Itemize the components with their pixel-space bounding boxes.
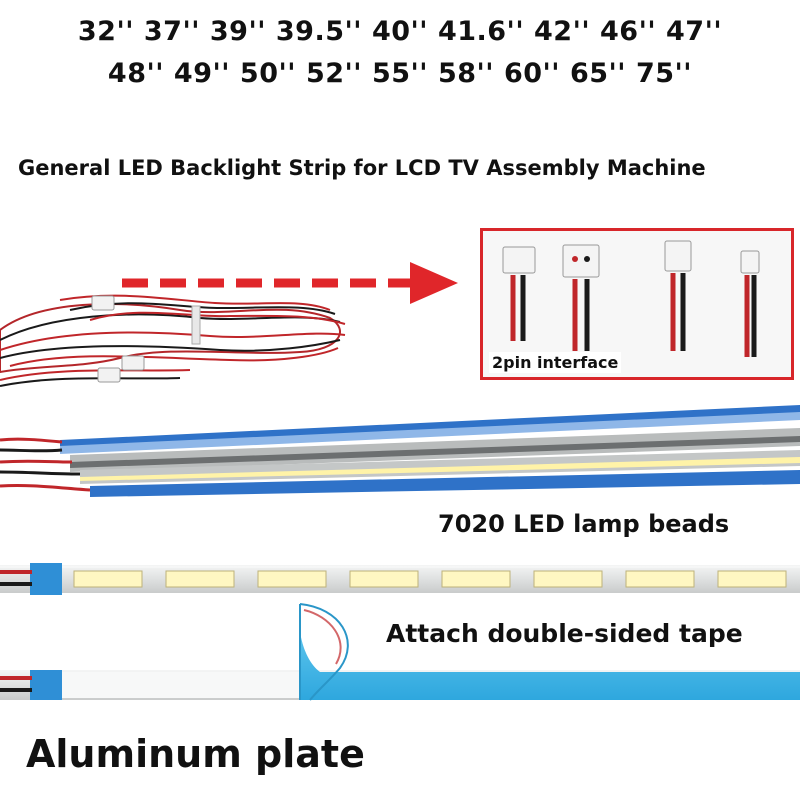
screen-sizes-line-1: 32'' 37'' 39'' 39.5'' 40'' 41.6'' 42'' 4… bbox=[77, 16, 723, 47]
aluminum-plate-label: Aluminum plate bbox=[26, 732, 365, 776]
led-beads-label: 7020 LED lamp beads bbox=[438, 510, 730, 538]
connector-4 bbox=[740, 250, 760, 357]
connector-2 bbox=[562, 244, 600, 351]
product-title: General LED Backlight Strip for LCD TV A… bbox=[18, 156, 706, 180]
connector-1 bbox=[502, 246, 536, 341]
connector-3 bbox=[664, 240, 692, 351]
connector-photos bbox=[502, 240, 760, 357]
led-strip-with-beads bbox=[0, 563, 800, 595]
inset-label: 2pin interface bbox=[489, 352, 622, 373]
tape-strip bbox=[0, 603, 800, 701]
connector-inset: 2pin interface bbox=[480, 228, 794, 380]
led-strips-bundle bbox=[0, 405, 800, 497]
tape-label: Attach double-sided tape bbox=[386, 619, 743, 648]
arrow-icon bbox=[122, 262, 458, 304]
screen-sizes-line-2: 48'' 49'' 50'' 52'' 55'' 58'' 60'' 65'' … bbox=[107, 58, 693, 89]
wire-bundle bbox=[0, 294, 346, 387]
